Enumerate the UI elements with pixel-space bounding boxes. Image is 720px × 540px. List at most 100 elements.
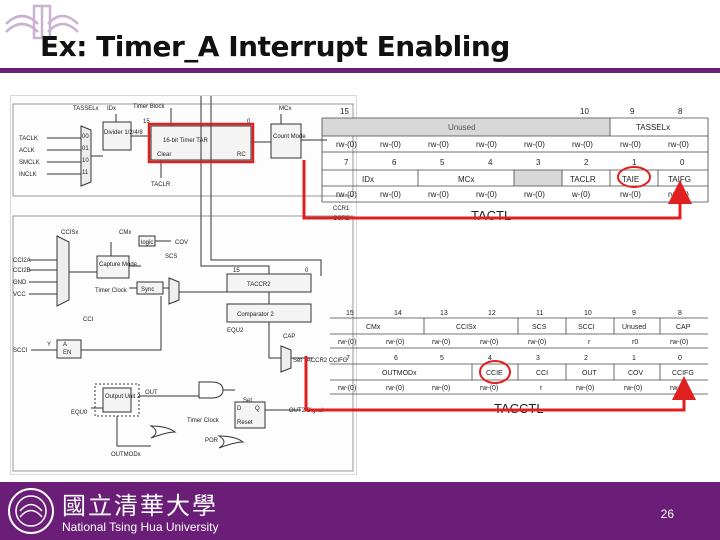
- por-label: POR: [205, 438, 219, 444]
- output-unit-label: Output Unit 2: [105, 394, 141, 400]
- tactl-access-6: rw-(0): [380, 190, 401, 199]
- tactl-taie-field: TAIE: [622, 175, 639, 184]
- tacctl-access-1: rw-(0): [624, 385, 642, 392]
- tactl-bit-4: 4: [488, 158, 493, 167]
- tactl-access-11: rw-(0): [524, 140, 545, 149]
- tacctl-access-3: r: [540, 385, 543, 392]
- title-underline-bar: [0, 68, 720, 73]
- timer-block-diagram: Timer Block IDx MCx TASSELx 15 0 16-bit …: [10, 95, 357, 475]
- tactl-access-15: rw-(0): [336, 140, 357, 149]
- tactl-taifg-field: TAIFG: [668, 175, 691, 184]
- cov-label: COV: [175, 240, 188, 246]
- tactl-tassel-label: TASSELx: [636, 123, 670, 132]
- university-logo-text: 國立清華大學: [62, 492, 218, 520]
- bit15-label: 15: [143, 119, 150, 125]
- tacctl-bit-8: 8: [678, 310, 682, 317]
- tactl-access-3: rw-(0): [524, 190, 545, 199]
- tacctl-scci-field: SCCI: [578, 324, 595, 331]
- tacctl-bit-11: 11: [536, 310, 543, 317]
- sync-label: Sync: [141, 287, 154, 293]
- tacctl-access-10: r: [588, 339, 591, 346]
- slide-title: Ex: Timer_A Interrupt Enabling: [40, 30, 510, 63]
- out2-label: OUT2 Signal: [289, 408, 323, 414]
- input-smclk: SMCLK: [19, 160, 40, 166]
- input-inclk: INCLK: [19, 172, 37, 178]
- bit0-label: 0: [247, 119, 251, 125]
- mux-code-10: 10: [82, 158, 89, 164]
- tacctl-bit-1: 1: [632, 355, 636, 362]
- mux-code-01: 01: [82, 146, 89, 152]
- tacctl-access-9: r0: [632, 339, 638, 346]
- tacctl-cmx-field: CMx: [366, 324, 381, 331]
- tactl-access-14: rw-(0): [380, 140, 401, 149]
- tactl-idx-field: IDx: [362, 175, 374, 184]
- tar-highlight: [147, 122, 255, 164]
- tacctl-bit-15: 15: [346, 310, 354, 317]
- comparator-label: Comparator 2: [237, 312, 274, 318]
- tacctl-outmod-field: OUTMODx: [382, 370, 417, 377]
- ccis-input-gnd: GND: [13, 280, 27, 286]
- input-taclk: TACLK: [19, 136, 38, 142]
- d-label: D: [237, 406, 242, 412]
- tactl-bit-5: 5: [440, 158, 445, 167]
- divider-label: Divider 1/2/4/8: [104, 130, 143, 136]
- tactl-unused-low-label: Unused: [522, 175, 550, 184]
- tacctl-access-14: rw-(0): [386, 339, 404, 346]
- tactl-access-0: rw-(0): [668, 190, 689, 199]
- tactl-bit-8: 8: [678, 107, 683, 116]
- page-number: 26: [660, 507, 674, 521]
- tacctl-access-11: rw-(0): [528, 339, 546, 346]
- tacctl-bit-9: 9: [632, 310, 636, 317]
- tar-label: 16-bit Timer TAR: [163, 138, 208, 144]
- tacctl-bit-2: 2: [584, 355, 588, 362]
- tacctl-access-5: rw-(0): [432, 385, 450, 392]
- clear-label: Clear: [157, 152, 171, 158]
- tactl-access-10: rw-(0): [572, 140, 593, 149]
- cap-label: CAP: [283, 334, 295, 340]
- tactl-access-7: rw-(0): [336, 190, 357, 199]
- tactl-bit-15: 15: [340, 107, 349, 116]
- tactl-bit-6: 6: [392, 158, 397, 167]
- capture-mode-label: Capture Mode: [99, 262, 138, 268]
- tacctl-access-12: rw-(0): [480, 339, 498, 346]
- tacctl-bit-5: 5: [440, 355, 444, 362]
- tacctl-bit-7: 7: [346, 355, 350, 362]
- tacctl-cap-field: CAP: [676, 324, 691, 331]
- tacctl-bit-14: 14: [394, 310, 402, 317]
- tactl-taclr-field: TACLR: [570, 175, 596, 184]
- tactl-access-4: rw-(0): [476, 190, 497, 199]
- tactl-bit-0: 0: [680, 158, 685, 167]
- logic-label: logic: [141, 240, 153, 246]
- mux-code-11: 11: [82, 170, 89, 176]
- set-label: Set: [243, 398, 252, 404]
- ccr2-label: CCR2: [333, 216, 350, 222]
- tactl-bit-1: 1: [632, 158, 637, 167]
- tacctl-ccisx-field: CCISx: [456, 324, 477, 331]
- reset-label: Reset: [237, 420, 253, 426]
- tactl-access-2: w-(0): [571, 190, 591, 199]
- footer-bar: [0, 482, 720, 540]
- tactl-access-13: rw-(0): [428, 140, 449, 149]
- timer-block-diagram-svg: Timer Block IDx MCx TASSELx 15 0 16-bit …: [12, 96, 354, 472]
- tacctl-cci-field: CCI: [536, 370, 548, 377]
- tactl-access-5: rw-(0): [428, 190, 449, 199]
- a-label: A: [63, 342, 67, 348]
- out-label: OUT: [145, 390, 158, 396]
- tassel-label: TASSELx: [73, 106, 99, 112]
- taccr-bit15: 15: [233, 268, 240, 274]
- scci-label: SCCI: [13, 348, 28, 354]
- ccisx-label: CCISx: [61, 230, 78, 236]
- tactl-bit-2: 2: [584, 158, 589, 167]
- tacctl-scs-field: SCS: [532, 324, 547, 331]
- taccr-bit0: 0: [305, 268, 309, 274]
- taccr-label: TACCR2: [247, 282, 271, 288]
- university-name: National Tsing Hua University: [62, 520, 219, 534]
- ccis-input-cci2a: CCI2A: [13, 258, 31, 264]
- ccis-input-vcc: VCC: [13, 292, 26, 298]
- tacctl-bit-3: 3: [536, 355, 540, 362]
- tacctl-ccie-field: CCIE: [486, 370, 503, 377]
- university-emblem-icon: [5, 4, 79, 40]
- tactl-register-table: 15 10 9 8 Unused TASSELx rw-(0) rw-(0) r…: [321, 107, 709, 203]
- tacctl-bit-13: 13: [440, 310, 448, 317]
- tactl-access-1: rw-(0): [620, 190, 641, 199]
